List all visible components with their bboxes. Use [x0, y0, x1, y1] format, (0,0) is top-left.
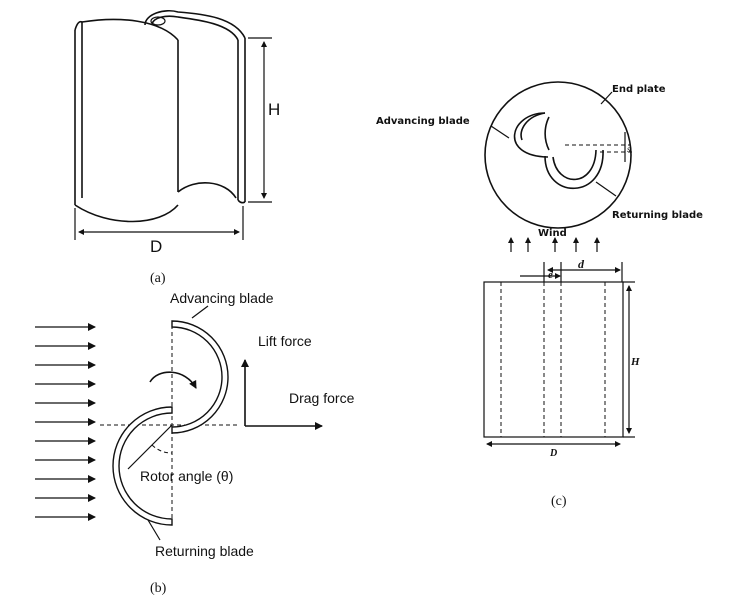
panel-c-wind-arrows [508, 237, 600, 252]
panel-c-label: (c) [551, 494, 567, 509]
lift-force-label: Lift force [258, 333, 312, 349]
rotor-angle-line [127, 424, 173, 470]
end-plate-circle [484, 81, 632, 229]
drag-force-label: Drag force [289, 390, 355, 406]
wind-label: Wind [538, 228, 567, 239]
end-plate-leader [600, 91, 613, 105]
end-plate-label: End plate [612, 84, 666, 95]
right-blade-top-inner [151, 15, 239, 41]
chord-label: d [578, 257, 585, 271]
advancing-blade-shape [171, 320, 229, 434]
left-blade-bottom-arc [74, 204, 179, 223]
side-height-label: H [630, 356, 640, 368]
panel-b-returning-blade-label: Returning blade [155, 543, 254, 559]
top-advancing-blade-inner [520, 112, 546, 141]
left-blade-top-arc [81, 18, 179, 41]
panel-c-advancing-blade-label: Advancing blade [376, 116, 470, 127]
panel-c-returning-blade-label: Returning blade [612, 210, 703, 221]
panel-a-label: (a) [150, 271, 166, 286]
panel-b-advancing-blade-label: Advancing blade [170, 290, 274, 306]
returning-blade-top-leader [595, 181, 617, 197]
rotation-arrow [149, 371, 197, 389]
top-returning-blade-inner [552, 149, 597, 181]
wind-arrows [35, 323, 96, 521]
top-returning-blade [544, 149, 604, 190]
top-advancing-blade-outer [544, 116, 550, 151]
rotor-angle-arc [151, 444, 173, 454]
right-blade-bottom-arc [177, 182, 237, 199]
panel-a-height-label: H [268, 100, 280, 119]
advancing-blade-top-leader [490, 125, 510, 139]
overlap-label: e [548, 269, 553, 281]
left-blade-top-lip [74, 20, 83, 31]
top-advancing-blade [513, 112, 549, 158]
advancing-blade-leader [191, 305, 209, 319]
gap-label: s [627, 144, 631, 154]
returning-blade-leader [147, 519, 161, 541]
panel-a-diameter-label: D [150, 237, 162, 256]
side-diameter-label: D [549, 448, 557, 459]
panel-b-label: (b) [150, 581, 167, 596]
returning-blade-shape [112, 406, 173, 526]
panel-c-top-side-view: End plate Advancing blade Returning blad… [376, 81, 703, 509]
rotor-angle-label: Rotor angle (θ) [140, 468, 233, 484]
side-view-rect [483, 281, 624, 438]
right-blade-bottom-lip [237, 199, 246, 204]
right-blade-top-outer [144, 9, 246, 39]
panel-a-rotor-3d: H D (a) [74, 9, 280, 286]
blade-overlap-gap [150, 16, 166, 26]
panel-b-force-diagram: Advancing blade Lift force Drag force Ro… [35, 290, 355, 596]
